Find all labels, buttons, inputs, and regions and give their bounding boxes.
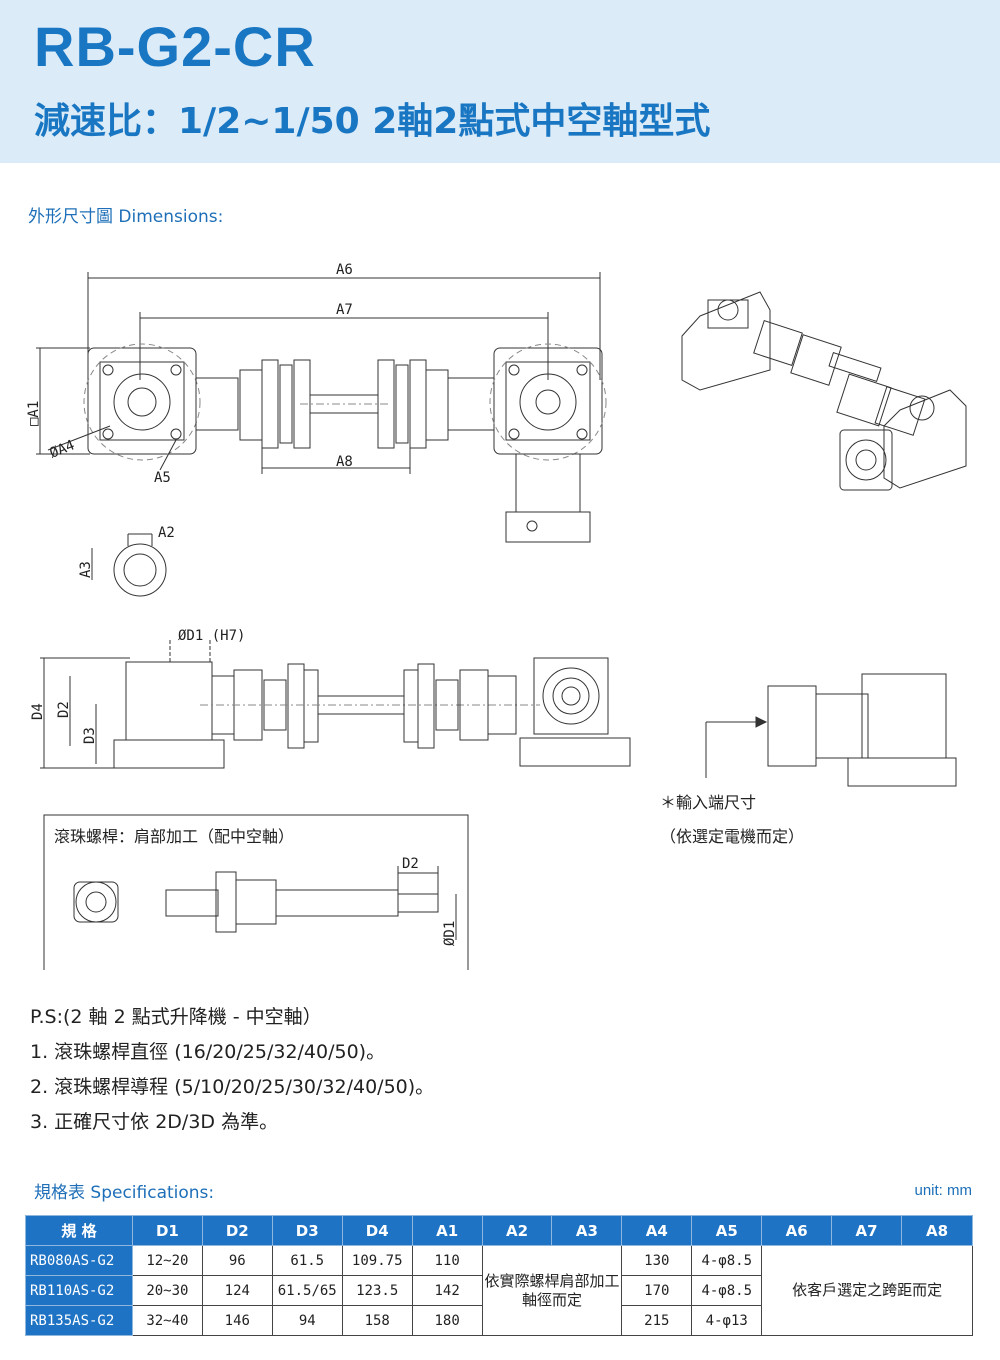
- label-a4: ØA4: [48, 437, 77, 461]
- header-banner: RB-G2-CR 減速比：1/2~1/50 2軸2點式中空軸型式: [0, 0, 1000, 163]
- spec-header-row: 規 格 D1 D2 D3 D4 A1 A2 A3 A4 A5 A6 A7 A8: [25, 1215, 974, 1246]
- cell-d4: 123.5: [341, 1275, 413, 1306]
- cell-d1: 12~20: [131, 1245, 203, 1276]
- cell-a5: 4-φ8.5: [691, 1275, 763, 1306]
- cell-a1: 110: [411, 1245, 483, 1276]
- cell-model: RB080AS-G2: [25, 1245, 133, 1276]
- label-a8: A8: [336, 454, 353, 470]
- table-row: RB080AS-G2 12~20 96 61.5 109.75 110 依實際螺…: [25, 1245, 973, 1336]
- col-d1: D1: [131, 1215, 203, 1246]
- col-a4: A4: [621, 1215, 693, 1246]
- ps-item: 3. 正確尺寸依 2D/3D 為準。: [30, 1111, 279, 1133]
- label-a5: A5: [154, 470, 171, 486]
- label-d4: D4: [30, 703, 46, 720]
- label-screw-d2: D2: [402, 856, 419, 872]
- cell-d4: 158: [341, 1305, 413, 1336]
- product-subtitle: 減速比：1/2~1/50 2軸2點式中空軸型式: [34, 101, 711, 142]
- product-title: RB-G2-CR: [34, 15, 316, 78]
- label-a6: A6: [336, 262, 353, 278]
- ps-item: 1. 滾珠螺桿直徑 (16/20/25/32/40/50)。: [30, 1041, 386, 1063]
- input-note-1: ＊輸入端尺寸: [660, 793, 756, 812]
- label-a2: A2: [158, 525, 175, 541]
- col-a3: A3: [551, 1215, 623, 1246]
- unit-label: unit: mm: [914, 1182, 972, 1199]
- cell-a1: 180: [411, 1305, 483, 1336]
- col-d3: D3: [271, 1215, 343, 1246]
- label-a1: □A1: [26, 401, 42, 426]
- cell-a5: 4-φ13: [691, 1305, 763, 1336]
- cell-d3: 94: [271, 1305, 343, 1336]
- col-d2: D2: [201, 1215, 273, 1246]
- label-a3: A3: [78, 561, 94, 578]
- ps-title: P.S:(2 軸 2 點式升降機 - 中空軸）: [30, 1006, 322, 1028]
- cell-d2: 96: [201, 1245, 273, 1276]
- col-a6: A6: [761, 1215, 833, 1246]
- specs-label: 規格表 Specifications:: [34, 1183, 215, 1203]
- ps-notes: P.S:(2 軸 2 點式升降機 - 中空軸） 1. 滾珠螺桿直徑 (16/20…: [30, 1000, 434, 1140]
- dimensions-label: 外形尺寸圖 Dimensions:: [28, 207, 224, 227]
- label-d2: D2: [56, 701, 72, 718]
- cell-d1: 32~40: [131, 1305, 203, 1336]
- spec-table: 規 格 D1 D2 D3 D4 A1 A2 A3 A4 A5 A6 A7 A8 …: [25, 1215, 974, 1336]
- cell-a4: 130: [621, 1245, 693, 1276]
- table-row: RB135AS-G2 32~40 146 94 158 180 215 4-φ1…: [25, 1305, 973, 1336]
- table-row: RB110AS-G2 20~30 124 61.5/65 123.5 142 1…: [25, 1275, 973, 1306]
- label-a7: A7: [336, 302, 353, 318]
- cell-d3: 61.5: [271, 1245, 343, 1276]
- cell-d2: 124: [201, 1275, 273, 1306]
- cell-d1: 20~30: [131, 1275, 203, 1306]
- ps-item: 2. 滾珠螺桿導程 (5/10/20/25/30/32/40/50)。: [30, 1076, 435, 1098]
- cell-a5: 4-φ8.5: [691, 1245, 763, 1276]
- col-a2: A2: [481, 1215, 553, 1246]
- cell-model: RB135AS-G2: [25, 1305, 133, 1336]
- cell-a1: 142: [411, 1275, 483, 1306]
- cell-a6-a8-note: 依客戶選定之跨距而定: [761, 1245, 973, 1336]
- label-d3: D3: [82, 727, 98, 744]
- cell-a4: 170: [621, 1275, 693, 1306]
- cell-d3: 61.5/65: [271, 1275, 343, 1306]
- cell-d4: 109.75: [341, 1245, 413, 1276]
- ballscrew-note: 滾珠螺桿：肩部加工（配中空軸）: [54, 827, 294, 846]
- cell-d2: 146: [201, 1305, 273, 1336]
- col-a7: A7: [831, 1215, 902, 1246]
- col-model: 規 格: [25, 1215, 133, 1246]
- col-a5: A5: [691, 1215, 763, 1246]
- cell-model: RB110AS-G2: [25, 1275, 133, 1306]
- cell-a4: 215: [621, 1305, 693, 1336]
- col-a8: A8: [900, 1215, 974, 1246]
- label-screw-d1: ØD1: [442, 921, 458, 946]
- col-d4: D4: [341, 1215, 413, 1246]
- label-d1h7: ØD1 (H7): [178, 628, 245, 644]
- cell-a2-a3-note: 依實際螺桿肩部加工軸徑而定: [481, 1245, 623, 1336]
- col-a1: A1: [411, 1215, 483, 1246]
- dimension-drawing: A6 A7 A8 □A1 ØA4 A5 A2 A3 ØD1 (H7) D4 D2…: [0, 230, 1000, 1054]
- input-note-2: （依選定電機而定）: [660, 827, 804, 846]
